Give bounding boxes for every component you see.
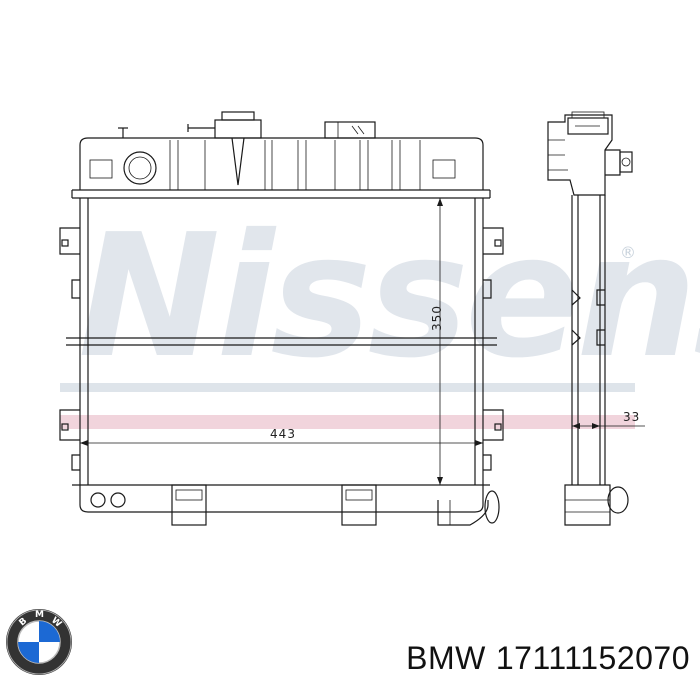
- mounting-brackets: [59, 227, 504, 471]
- dimension-width-label: 443: [270, 427, 296, 441]
- watermark-pink-bar: [60, 415, 635, 429]
- dimension-depth-label: 33: [623, 410, 640, 424]
- top-tank-outline: [79, 137, 484, 190]
- bottom-bracket-right: [341, 484, 377, 526]
- watermark-registered-mark: ®: [620, 243, 636, 262]
- bmw-logo-letter-m: M: [35, 610, 44, 620]
- part-number: 17111152070: [495, 640, 690, 676]
- bottom-bracket-left: [171, 484, 207, 526]
- brand-name: BMW: [406, 640, 486, 676]
- upper-inlet-neck: [123, 151, 157, 185]
- watermark-blue-bar: [60, 383, 635, 392]
- filler-cap: [187, 111, 262, 186]
- radiator-technical-drawing: Nissens ®: [59, 111, 700, 526]
- bottom-tank-outline: [79, 485, 484, 513]
- bmw-logo-letter-b: B: [18, 616, 30, 628]
- dimension-height-label: 350: [430, 305, 444, 331]
- side-top-tank: [547, 114, 613, 196]
- radiator-front-view: 350 443: [59, 111, 504, 526]
- radiator-side-view: 33: [547, 111, 645, 526]
- dimension-height: 350: [430, 197, 448, 486]
- dimension-width: 443: [80, 427, 483, 446]
- nissens-watermark: Nissens ®: [60, 198, 700, 429]
- side-bottom-tank: [564, 484, 611, 526]
- lower-outlet-pipe: [437, 490, 500, 526]
- overflow-fitting: [324, 121, 376, 139]
- watermark-text: Nissens: [78, 198, 700, 396]
- dimension-depth: 33: [572, 410, 645, 429]
- bmw-logo-icon: B M W: [6, 609, 72, 675]
